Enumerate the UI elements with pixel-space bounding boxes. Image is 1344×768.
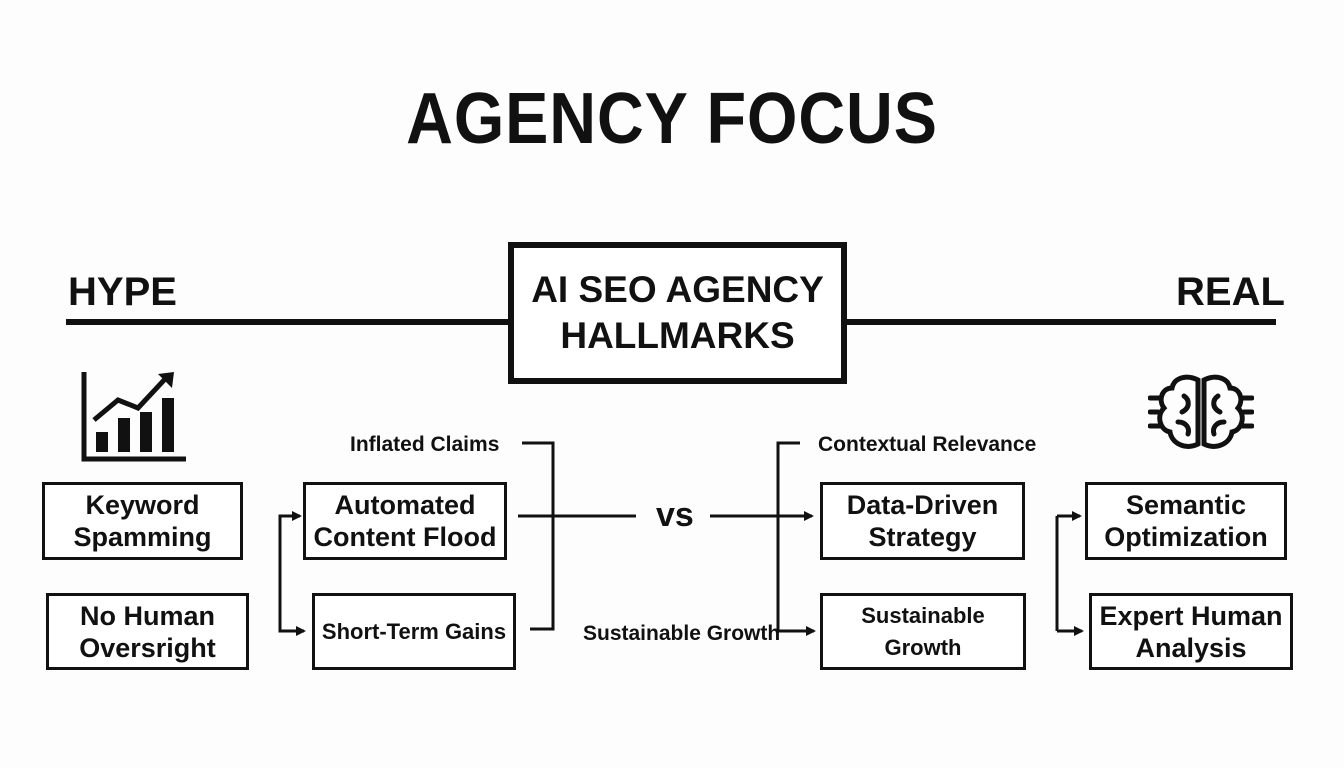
brain-icon <box>1148 374 1254 449</box>
no-human-oversight-line2: Oversright <box>79 632 216 663</box>
center-line-1: AI SEO AGENCY <box>531 269 824 310</box>
center-line-2: HALLMARKS <box>560 315 795 356</box>
no-human-oversight-line1: No Human <box>79 600 215 631</box>
growth-chart-icon <box>81 372 186 462</box>
automated-content-flood-line2: Content Flood <box>313 522 497 552</box>
semantic-optimization-line1: Semantic <box>1125 490 1247 520</box>
short-term-gains-box: Short-Term Gains <box>312 593 516 670</box>
sustainable-growth-box: Sustainable Growth <box>820 593 1026 670</box>
sustainable-growth-label: Sustainable Growth <box>583 622 781 645</box>
expert-human-analysis-line1: Expert Human <box>1099 600 1283 631</box>
data-driven-strategy-line2: Strategy <box>868 522 977 552</box>
inflated-claims-label: Inflated Claims <box>350 433 500 456</box>
expert-human-analysis-line2: Analysis <box>1135 632 1247 663</box>
data-driven-strategy-line1: Data-Driven <box>846 490 999 520</box>
center-hallmarks-box: AI SEO AGENCY HALLMARKS <box>508 242 847 384</box>
real-label: REAL <box>1176 270 1285 314</box>
page-title: AGENCY FOCUS <box>406 79 938 159</box>
hype-label: HYPE <box>68 270 177 314</box>
keyword-spamming-line1: Keyword <box>85 490 200 520</box>
vs-label: vs <box>656 496 694 534</box>
contextual-relevance-label: Contextual Relevance <box>818 433 1037 456</box>
automated-content-flood-line1: Automated <box>334 490 476 520</box>
semantic-optimization-line2: Optimization <box>1104 522 1268 552</box>
keyword-spamming-line2: Spamming <box>73 522 212 552</box>
